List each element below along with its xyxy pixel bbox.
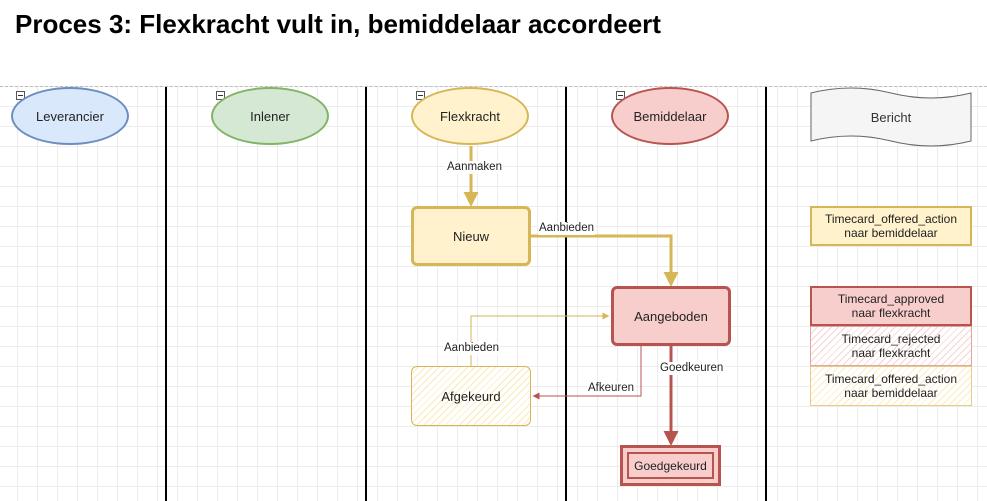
lane-header-leverancier[interactable]: Leverancier — [11, 87, 129, 145]
state-inner-border — [627, 452, 714, 479]
message-line2: naar flexkracht — [851, 306, 931, 320]
page-title: Proces 3: Flexkracht vult in, bemiddelaa… — [15, 9, 661, 39]
lane-divider — [765, 87, 767, 501]
bericht-label: Bericht — [870, 109, 912, 125]
lane-header-flexkracht[interactable]: Flexkracht — [411, 87, 529, 145]
message-line2: naar bemiddelaar — [844, 386, 938, 400]
edge-label-afkeuren: Afkeuren — [587, 382, 636, 395]
message-line1: Timecard_offered_action — [824, 372, 958, 386]
state-label: Aangeboden — [634, 308, 708, 324]
edge-aanbieden-2 — [470, 312, 610, 366]
edge-label-aanbieden: Aanbieden — [443, 342, 500, 355]
lane-label: Bemiddelaar — [633, 108, 707, 124]
bericht-header[interactable]: Bericht — [810, 87, 972, 147]
lane-header-bemiddelaar[interactable]: Bemiddelaar — [611, 87, 729, 145]
state-label: Nieuw — [452, 228, 490, 244]
state-label: Goedgekeurd — [634, 458, 707, 473]
state-aangeboden[interactable]: Aangeboden — [611, 286, 731, 346]
header-separator — [0, 86, 987, 87]
state-goedgekeurd[interactable]: Goedgekeurd — [620, 445, 721, 486]
state-nieuw[interactable]: Nieuw — [411, 206, 531, 266]
lane-divider — [565, 87, 567, 501]
edge-label-aanbieden: Aanbieden — [538, 222, 595, 235]
edge-label-goedkeuren: Goedkeuren — [659, 362, 725, 375]
message-line1: Timecard_offered_action — [824, 212, 958, 226]
state-afgekeurd[interactable]: Afgekeurd — [411, 366, 531, 426]
document-shape-icon — [810, 87, 972, 147]
edge-afkeuren — [532, 346, 642, 400]
lane-divider — [165, 87, 167, 501]
title-band: Proces 3: Flexkracht vult in, bemiddelaa… — [0, 0, 987, 86]
state-label: Afgekeurd — [441, 388, 501, 404]
message-line1: Timecard_approved — [837, 292, 945, 306]
lane-label: Flexkracht — [440, 108, 500, 124]
edge-label-aanmaken: Aanmaken — [446, 161, 503, 174]
message-line2: naar bemiddelaar — [844, 226, 938, 240]
lane-label: Inlener — [250, 108, 290, 124]
lane-header-inlener[interactable]: Inlener — [211, 87, 329, 145]
lane-label: Leverancier — [36, 108, 104, 124]
edge-aanbieden-1 — [531, 234, 679, 287]
lane-divider — [365, 87, 367, 501]
message-line1: Timecard_rejected — [841, 332, 941, 346]
message-line2: naar flexkracht — [851, 346, 931, 360]
